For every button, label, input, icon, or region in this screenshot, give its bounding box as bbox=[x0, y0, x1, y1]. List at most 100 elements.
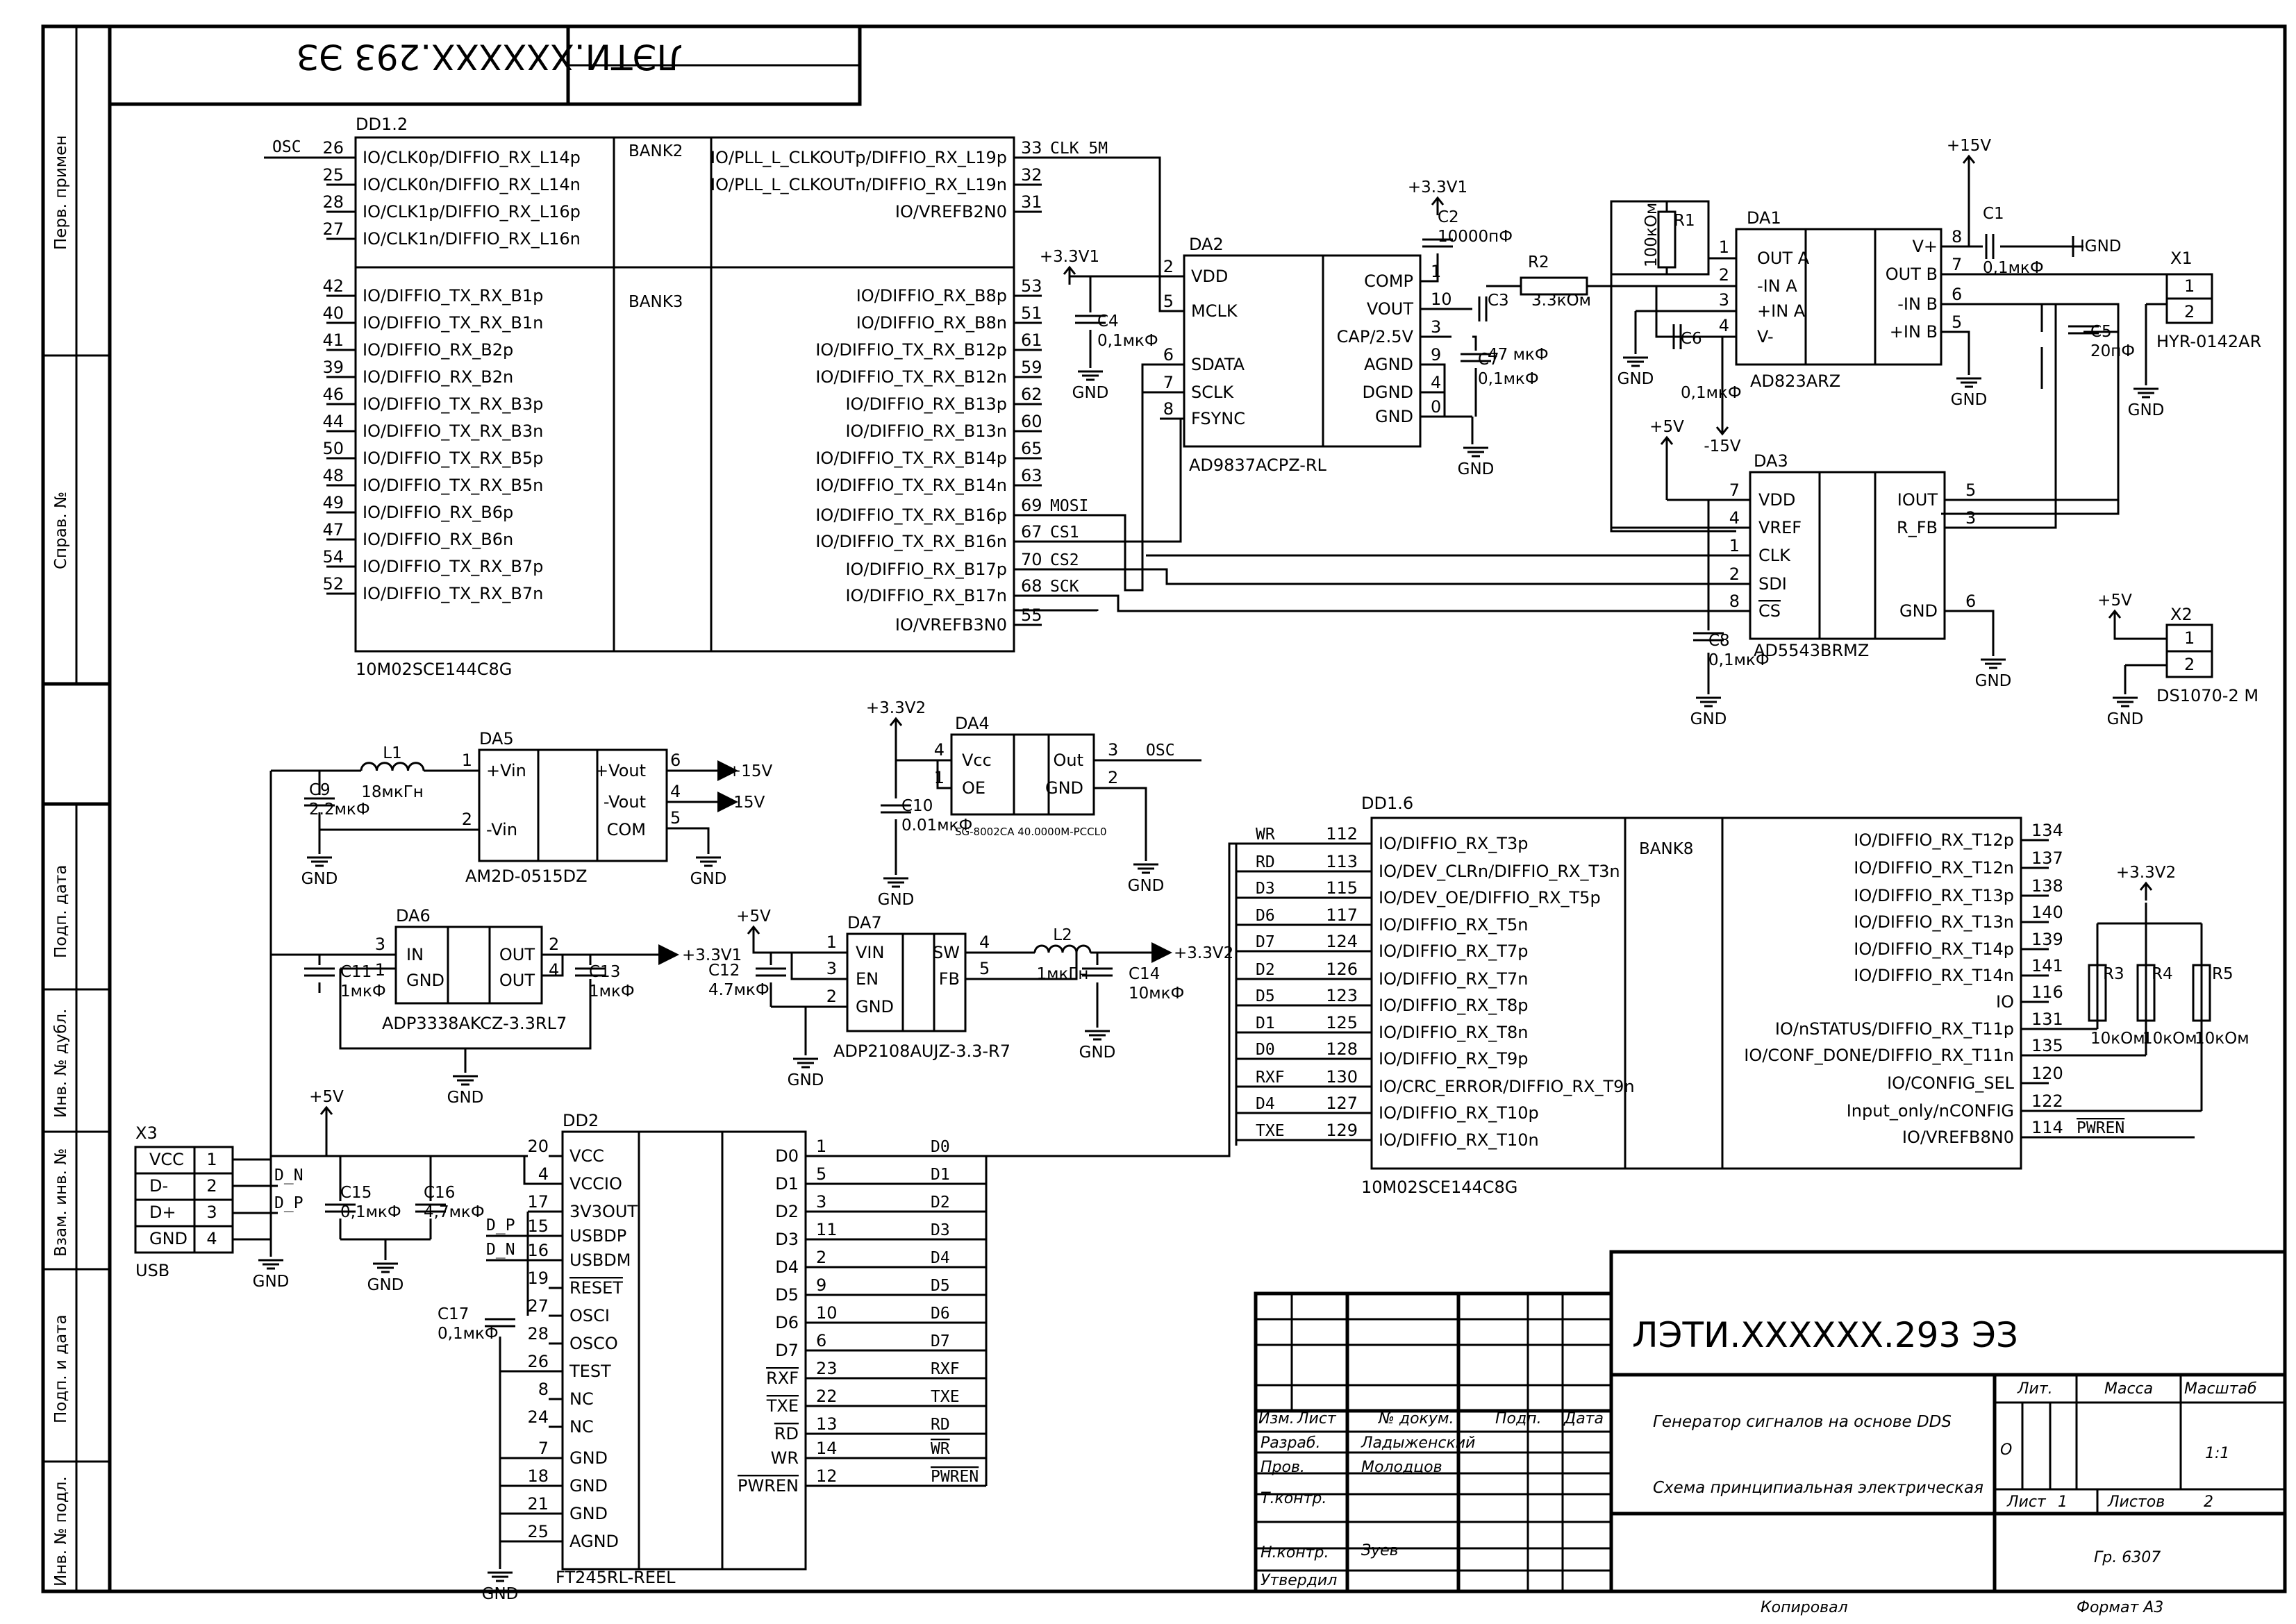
power-label: +3.3V2 bbox=[866, 699, 926, 717]
da2-part: AD9837ACPZ-RL bbox=[1189, 455, 1327, 475]
pin-name: GND bbox=[856, 997, 894, 1016]
pin-name: IO/DIFFIO_RX_B2n bbox=[363, 367, 513, 387]
pin-name: SDI bbox=[1758, 574, 1787, 594]
pin-number: 114 bbox=[2031, 1118, 2063, 1137]
c6-capacitor: C6 0,1мкФ bbox=[1672, 324, 1742, 402]
net-label: D3 bbox=[1256, 880, 1275, 898]
x2-ref: X2 bbox=[2170, 605, 2193, 624]
power-label: +5V bbox=[1649, 418, 1684, 436]
capacitor-value: 47 мкФ bbox=[1488, 346, 1549, 364]
p5v-power: +5V bbox=[1649, 418, 1684, 455]
pin-name: SDATA bbox=[1191, 355, 1245, 374]
pin-number: 6 bbox=[1163, 345, 1174, 365]
pin-name: OUT bbox=[499, 945, 535, 964]
pin-name: GND bbox=[149, 1229, 188, 1248]
pin-number: 32 bbox=[1021, 165, 1042, 185]
resistor-value: 10кОм bbox=[2143, 1030, 2197, 1048]
pin-number: 63 bbox=[1021, 466, 1042, 485]
pin-number: 5 bbox=[1952, 312, 1962, 332]
pin-number: 42 bbox=[322, 276, 344, 296]
net-label: PWREN bbox=[931, 1468, 979, 1486]
gnd-da6: GND bbox=[447, 1075, 483, 1107]
resistor-ref: R5 bbox=[2212, 965, 2233, 983]
pin-number: 130 bbox=[1326, 1067, 1358, 1087]
capacitor-ref: C6 bbox=[1681, 330, 1702, 348]
net-label: RXF bbox=[1256, 1069, 1285, 1087]
pin-number: 1 bbox=[826, 932, 837, 952]
pin-number: 11 bbox=[816, 1220, 838, 1239]
pin-number: 4 bbox=[979, 932, 990, 952]
pin-name: +IN B bbox=[1890, 322, 1938, 342]
title-block: ЛЭТИ.XXXXXX.293 ЭЗ Генератор сигналов на… bbox=[1254, 1250, 2287, 1616]
pin-name: IO/DIFFIO_RX_B6p bbox=[363, 503, 513, 522]
pin-number: 3 bbox=[1965, 508, 1976, 528]
capacitor-value: 4,7мкФ bbox=[424, 1203, 485, 1221]
da3-ref: DA3 bbox=[1754, 451, 1788, 471]
pin-number: 5 bbox=[670, 808, 681, 828]
pin-name: IO/CRC_ERROR/DIFFIO_RX_T9n bbox=[1379, 1077, 1635, 1096]
pin-name: IO/DIFFIO_RX_T5n bbox=[1379, 915, 1528, 935]
pin-name: OUT bbox=[499, 971, 535, 990]
gnd-x1: GND bbox=[2128, 387, 2165, 419]
pin-name: OUT B bbox=[1886, 265, 1938, 284]
gnd-c14: GND bbox=[1079, 1030, 1116, 1062]
c8-capacitor: C80,1мкФ bbox=[1693, 632, 1770, 669]
pin-name: OUT A bbox=[1757, 249, 1810, 268]
pin-name: +Vin bbox=[486, 761, 526, 780]
ground-label: GND bbox=[482, 1585, 519, 1603]
pin-name: NC bbox=[569, 1389, 594, 1409]
pin-name: TEST bbox=[569, 1362, 611, 1381]
pin-name: 3V3OUT bbox=[569, 1202, 638, 1221]
net-label: D5 bbox=[1256, 987, 1275, 1005]
pin-name: +IN A bbox=[1757, 301, 1806, 321]
capacitor-ref: C17 bbox=[438, 1305, 469, 1323]
pin-name: GND bbox=[406, 971, 444, 990]
ground-label: GND bbox=[2128, 401, 2165, 419]
capacitor-value: 0,1мкФ bbox=[1708, 651, 1770, 669]
resistor-ref: R3 bbox=[2103, 965, 2124, 983]
pin-name: VDD bbox=[1758, 490, 1795, 510]
pin-name: IO/DIFFIO_RX_T14p bbox=[1854, 939, 2014, 959]
pin-number: 55 bbox=[1021, 605, 1042, 625]
pin-number: 3 bbox=[826, 959, 837, 978]
capacitor-value: 0,1мкФ bbox=[1681, 384, 1742, 402]
ground-label: GND bbox=[1458, 460, 1495, 478]
pin-number: 134 bbox=[2031, 821, 2063, 840]
side-podp-data1: Подп. дата bbox=[52, 865, 70, 958]
pin-number: 4 bbox=[1431, 373, 1441, 392]
p3v3v1-power: +3.3V1 bbox=[1040, 248, 1099, 285]
pin-name: USBDM bbox=[569, 1250, 631, 1270]
pin-number: 10 bbox=[1431, 290, 1452, 309]
net-label: RD bbox=[1256, 853, 1275, 871]
pin-name: D7 bbox=[775, 1341, 799, 1360]
dd1-6-bank: BANK8 bbox=[1639, 840, 1693, 858]
pin-name: MCLK bbox=[1191, 301, 1238, 321]
net-label: RXF bbox=[931, 1360, 960, 1378]
pin-number: 6 bbox=[1965, 592, 1976, 611]
pin-name: SW bbox=[933, 943, 960, 962]
pin-number: 112 bbox=[1326, 824, 1358, 844]
pin-number: 129 bbox=[1326, 1121, 1358, 1140]
pin-number: 3 bbox=[816, 1192, 826, 1212]
pin-name: GND bbox=[1045, 778, 1083, 798]
pin-name: IO/PLL_L_CLKOUTp/DIFFIO_RX_L19p bbox=[710, 148, 1007, 167]
pin-number: 14 bbox=[816, 1439, 838, 1458]
gnd-c10: GND bbox=[878, 877, 914, 909]
ground-label: GND bbox=[1079, 1044, 1116, 1062]
pin-name: IO/DIFFIO_RX_T13n bbox=[1854, 912, 2014, 932]
capacitor-value: 1мкФ bbox=[589, 982, 635, 1001]
side-vzam-inv: Взам. инв. № bbox=[52, 1148, 70, 1257]
pin-name: +Vout bbox=[594, 761, 646, 780]
pin-name: IO/DIFFIO_TX_RX_B14p bbox=[815, 449, 1007, 468]
pin-number: 2 bbox=[549, 935, 559, 954]
pin-number: 4 bbox=[1729, 508, 1740, 528]
pin-name: IO/DIFFIO_TX_RX_B7n bbox=[363, 584, 543, 603]
pin-name: CAP/2.5V bbox=[1337, 327, 1414, 346]
pin-number: 52 bbox=[322, 574, 344, 594]
c7-capacitor: C70,1мкФ bbox=[1461, 351, 1539, 388]
